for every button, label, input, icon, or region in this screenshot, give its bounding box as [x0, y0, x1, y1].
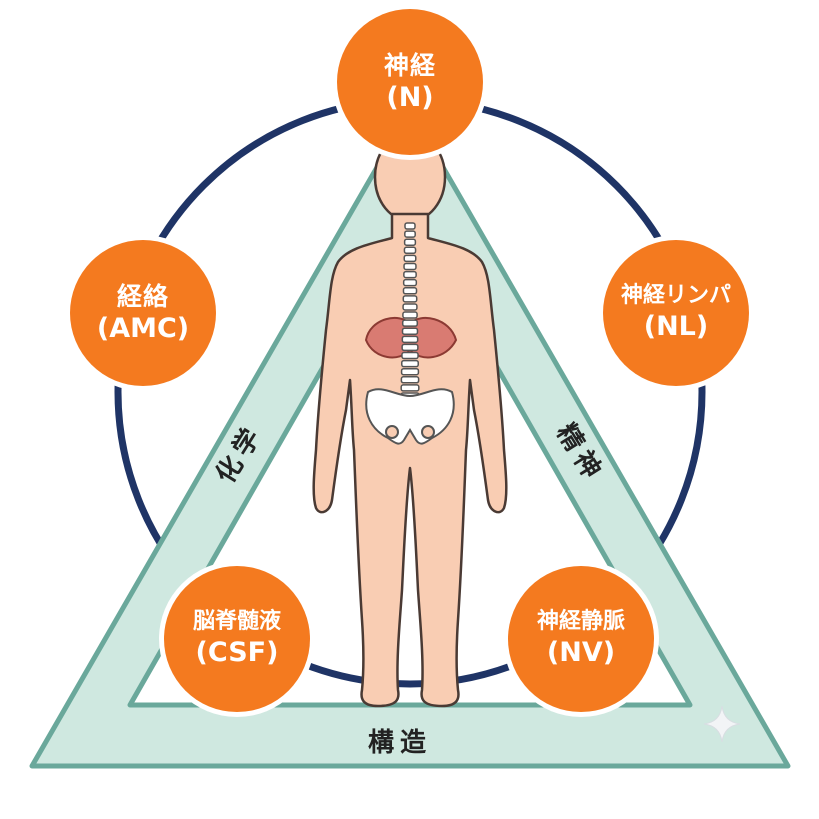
vertebra — [400, 376, 420, 384]
vertebra — [403, 262, 417, 271]
node-meridian-title: 経絡 — [116, 281, 169, 311]
vertebra — [403, 254, 417, 263]
node-neuro-abbr: (N) — [386, 81, 434, 113]
vertebra — [401, 359, 419, 368]
node-meridian-abbr: (AMC) — [96, 312, 190, 344]
node-csf: 脳脊髄液 (CSF) — [164, 566, 310, 712]
human-body-figure — [312, 131, 508, 708]
node-csf-title: 脳脊髄液 — [192, 609, 281, 635]
vertebra — [404, 230, 416, 238]
node-neurovascular-abbr: (NV) — [546, 636, 616, 668]
sparkle-icon — [703, 705, 741, 743]
pelvis — [365, 388, 455, 445]
vertebra — [401, 343, 419, 352]
node-csf-abbr: (CSF) — [195, 636, 279, 668]
vertebra — [402, 295, 418, 303]
node-meridian: 経絡 (AMC) — [70, 240, 216, 386]
vertebra — [402, 287, 418, 295]
vertebra — [401, 335, 419, 344]
vertebra — [400, 367, 420, 376]
node-neuro: 神経 (N) — [337, 9, 483, 155]
vertebra — [401, 319, 419, 327]
vertebra — [402, 303, 418, 311]
node-neurolymphatic-abbr: (NL) — [643, 310, 709, 342]
vertebra — [402, 311, 418, 319]
triangle-label-structural: 構造 — [368, 728, 433, 758]
node-neurolymphatic: 神経リンパ (NL) — [603, 240, 749, 386]
vertebra — [403, 270, 417, 279]
node-neurovascular-title: 神経静脈 — [536, 609, 625, 635]
vertebra — [403, 246, 417, 255]
node-neurovascular: 神経静脈 (NV) — [508, 566, 654, 712]
node-neuro-title: 神経 — [383, 50, 436, 80]
vertebra — [401, 327, 419, 335]
body-silhouette — [312, 212, 508, 708]
vertebra — [404, 222, 416, 230]
vertebra — [403, 238, 417, 246]
vertebra — [401, 351, 419, 360]
vertebra — [402, 278, 418, 287]
spine — [400, 222, 420, 400]
node-neurolymphatic-title: 神経リンパ — [620, 283, 731, 309]
health-triangle — [29, 107, 791, 769]
vertebra — [400, 384, 420, 392]
